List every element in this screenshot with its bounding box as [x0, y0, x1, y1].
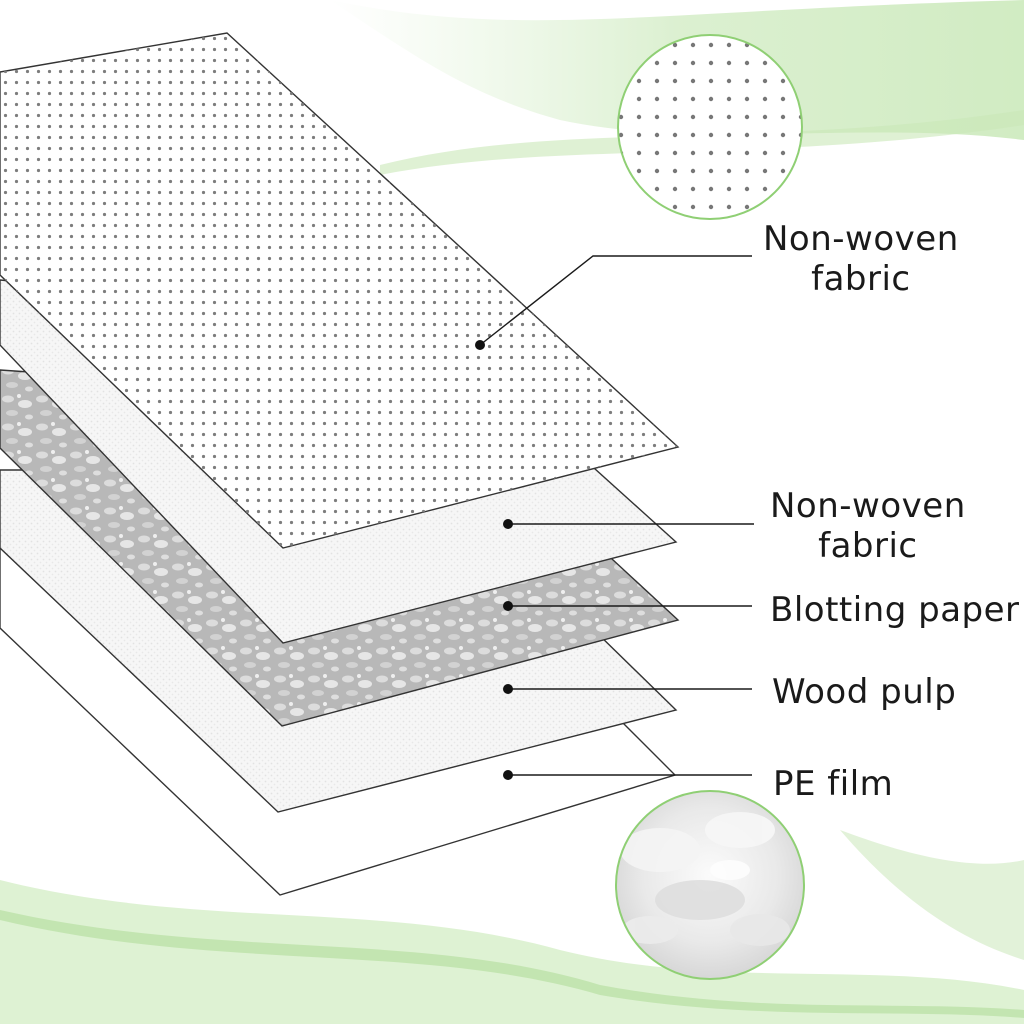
layer-label-wood-pulp: Wood pulp [772, 672, 956, 712]
layer-label-line: Non-woven [770, 486, 966, 526]
layer-label-nonwoven-second: Non-woven fabric [770, 486, 966, 566]
leader-lines [479, 255, 754, 776]
layer-label-line: fabric [818, 526, 918, 566]
layer-label-line: Wood pulp [772, 672, 957, 712]
leader-dots [475, 340, 513, 780]
layer-label-line: Blotting paper [770, 590, 1020, 630]
layer-label-line: Non-woven [763, 219, 959, 259]
magnifier-bottom [615, 790, 805, 980]
layer-label-line: PE film [773, 764, 894, 804]
leader-line-layer-1 [479, 255, 752, 346]
layer-label-line: fabric [811, 259, 911, 299]
leader-dot-layer-3 [503, 601, 513, 611]
layer-sheet-nonwoven-1-dots [0, 33, 678, 548]
leader-dot-layer-4 [503, 684, 513, 694]
layer-label-blotting-paper: Blotting paper [770, 590, 1020, 630]
leader-dot-layer-5 [503, 770, 513, 780]
wave-right-mid [840, 830, 1024, 960]
magnifier-top [617, 34, 803, 220]
leader-dot-layer-1 [475, 340, 485, 350]
wave-bottom-stripe [0, 910, 1024, 1018]
layer-label-nonwoven-top: Non-woven fabric [763, 219, 959, 299]
wave-bottom [0, 880, 1024, 1024]
leader-dot-layer-2 [503, 519, 513, 529]
layer-label-pe-film: PE film [773, 764, 893, 804]
